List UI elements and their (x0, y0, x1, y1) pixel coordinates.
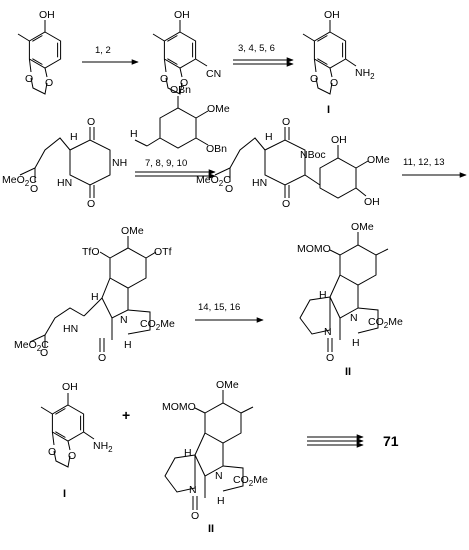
label-meo2c: MeO2C (2, 174, 37, 188)
label-oh: OH (364, 196, 380, 208)
label-oh: OH (324, 9, 340, 21)
label-h: H (124, 339, 132, 351)
label-o: O (87, 116, 95, 128)
label-o: O (68, 450, 76, 462)
label-n: N (189, 484, 197, 496)
label-oh: OH (39, 9, 55, 21)
compound-I-repeat: OH NH2 O O I (40, 381, 113, 500)
compound-I: OH NH2 O O I (302, 9, 375, 116)
compound-II-repeat: MOMO OMe H N N CO2Me O H II (162, 379, 268, 535)
label-o: O (45, 77, 53, 89)
label-ome: OMe (367, 154, 390, 166)
label-nboc: NBoc (300, 149, 326, 161)
label-co2me: CO2Me (368, 316, 403, 330)
label-tfo: TfO (82, 246, 100, 258)
label-oh: OH (62, 381, 78, 393)
label-h: H (217, 495, 225, 507)
label-o: O (310, 73, 318, 85)
label-o: O (326, 352, 334, 364)
label-ome: OMe (121, 225, 144, 237)
label-n: N (215, 470, 223, 482)
label-otf: OTf (154, 246, 172, 258)
plus-sign: + (122, 407, 130, 423)
label-obn: OBn (206, 143, 227, 155)
conditions-3: 7, 8, 9, 10 (145, 158, 187, 169)
label-o: O (180, 77, 188, 89)
label-obn: OBn (170, 84, 191, 96)
label-co2me: CO2Me (233, 474, 268, 488)
label-hn: HN (57, 177, 72, 189)
compound-label-II: II (208, 523, 214, 535)
label-h: H (130, 128, 138, 140)
label-o: O (40, 347, 48, 359)
label-o: O (30, 183, 38, 195)
label-meo2c: MeO2C (196, 174, 231, 188)
label-oh: OH (174, 9, 190, 21)
compound-start: OH O O (17, 9, 62, 95)
label-nh2: NH2 (93, 440, 113, 454)
conditions-5: 14, 15, 16 (198, 302, 240, 313)
label-o: O (225, 183, 233, 195)
label-o: O (98, 352, 106, 364)
compound-II: MOMO OMe H N N CO2Me O H II (297, 221, 403, 378)
label-h: H (319, 289, 327, 301)
label-h: H (265, 131, 273, 143)
conditions-4: 11, 12, 13 (403, 157, 445, 168)
label-n: N (350, 312, 358, 324)
label-hn: HN (252, 177, 267, 189)
label-momo: MOMO (162, 401, 196, 413)
label-cn: CN (206, 68, 221, 80)
label-h: H (184, 447, 192, 459)
compound-nitrile: OH CN O O (152, 9, 221, 95)
label-o: O (282, 198, 290, 210)
label-nh: NH (112, 157, 127, 169)
compound-diketopiperazine: O NH HN O O MeO2C H (2, 116, 127, 210)
conditions-1: 1, 2 (95, 45, 111, 56)
label-hn: HN (63, 323, 78, 335)
label-o: O (25, 73, 33, 85)
label-ome: OMe (207, 103, 230, 115)
label-oh: OH (331, 134, 347, 146)
compound-label-II: II (345, 366, 351, 378)
label-h: H (91, 291, 99, 303)
label-ome: OMe (351, 221, 374, 233)
label-h: H (352, 337, 360, 349)
compound-coupled: O NBoc HN O O MeO2C OH OMe OH H (196, 116, 390, 210)
label-meo2c: MeO2C (14, 339, 49, 353)
label-o: O (87, 198, 95, 210)
label-nh2: NH2 (355, 67, 375, 81)
compound-aldehyde: H OBn OMe OBn (130, 84, 230, 155)
compound-label-I: I (327, 104, 330, 116)
label-o: O (330, 77, 338, 89)
label-n: N (324, 326, 332, 338)
label-o: O (282, 116, 290, 128)
label-o: O (191, 510, 199, 522)
label-co2me: CO2Me (140, 318, 175, 332)
label-momo: MOMO (297, 243, 331, 255)
label-ome: OMe (216, 379, 239, 391)
target-compound-71: 71 (383, 433, 399, 449)
label-h: H (70, 131, 78, 143)
compound-bis-triflate: TfO OMe OTf H N CO2Me HN O H O MeO2C (14, 225, 175, 364)
label-n: N (120, 314, 128, 326)
label-o: O (160, 73, 168, 85)
compound-label-I: I (63, 488, 66, 500)
conditions-2: 3, 4, 5, 6 (238, 43, 275, 54)
label-o: O (48, 446, 56, 458)
